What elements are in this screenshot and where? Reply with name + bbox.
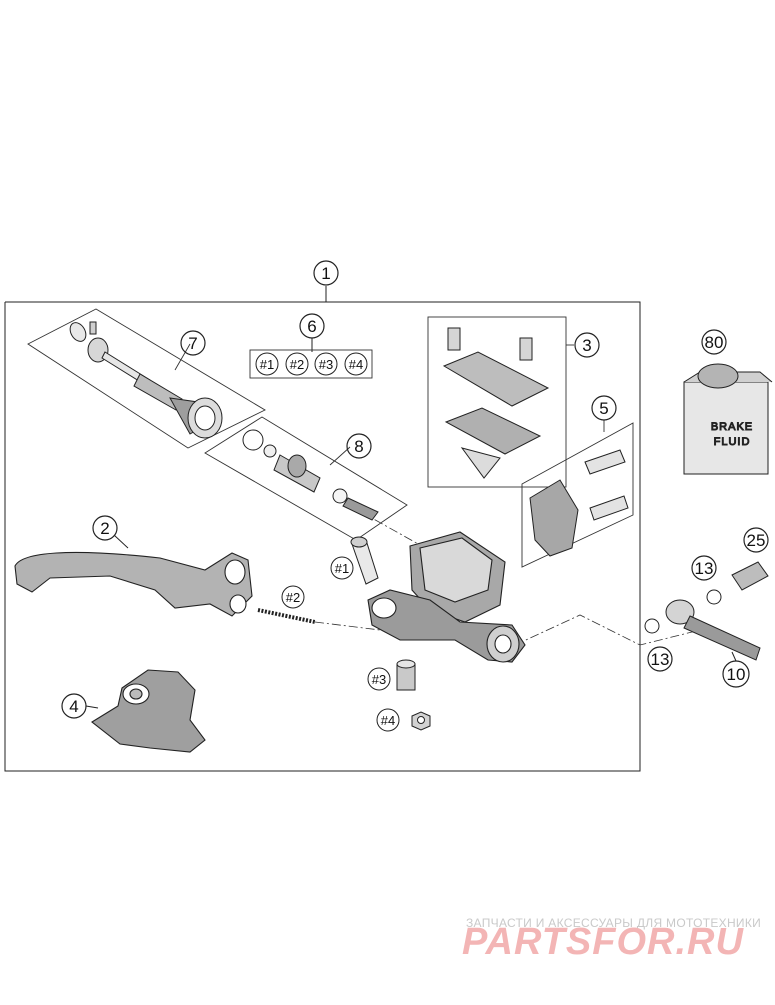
brake-fluid-can: BRAKE FLUID xyxy=(683,363,773,475)
kit-item-2: #2 xyxy=(285,352,309,376)
svg-text:#3: #3 xyxy=(319,357,333,372)
svg-text:13: 13 xyxy=(695,559,714,578)
watermark-tagline: ЗАПЧАСТИ И АКСЕССУАРЫ ДЛЯ МОТОТЕХНИКИ xyxy=(466,916,762,930)
callout-1: 1 xyxy=(313,260,339,286)
svg-text:4: 4 xyxy=(69,697,78,716)
callout-5: 5 xyxy=(591,395,617,421)
svg-text:#2: #2 xyxy=(286,590,300,605)
callout-4: 4 xyxy=(61,693,99,719)
watermark-logo: PARTSFOR.RU xyxy=(462,921,744,963)
svg-text:#2: #2 xyxy=(290,357,304,372)
kit-panel-7 xyxy=(27,308,266,449)
kit-6-group: #1 #2 #3 #4 xyxy=(249,338,373,379)
callout-8: 8 xyxy=(346,433,372,459)
kit-8-parts xyxy=(242,429,379,521)
assembly-frame xyxy=(4,286,641,772)
svg-text:2: 2 xyxy=(100,519,109,538)
pivot-nut xyxy=(411,711,431,731)
part-label-4: #4 xyxy=(376,708,400,732)
pivot-bolt xyxy=(350,536,379,585)
callout-7: 7 xyxy=(180,330,206,356)
kit-5-parts xyxy=(529,449,629,557)
svg-text:7: 7 xyxy=(188,334,197,353)
svg-text:25: 25 xyxy=(747,531,766,550)
callout-25: 25 xyxy=(743,527,769,553)
pivot-sleeve xyxy=(396,659,416,691)
brake-lever xyxy=(14,551,253,617)
svg-text:6: 6 xyxy=(307,317,316,336)
callout-13a: 13 xyxy=(691,555,717,581)
can-label-line1: BRAKE xyxy=(711,421,753,433)
svg-text:#1: #1 xyxy=(335,561,349,576)
lever-spring xyxy=(257,608,316,624)
part-label-3: #3 xyxy=(367,667,391,691)
master-cylinder-body xyxy=(367,531,526,663)
part-label-2: #2 xyxy=(281,585,305,609)
svg-text:#3: #3 xyxy=(372,672,386,687)
callout-3: 3 xyxy=(574,332,600,358)
kit-panel-5 xyxy=(521,420,634,568)
svg-text:10: 10 xyxy=(727,665,746,684)
assembly-guide-lines xyxy=(314,502,701,646)
svg-text:#4: #4 xyxy=(381,713,395,728)
svg-text:13: 13 xyxy=(651,650,670,669)
kit-7-parts xyxy=(69,321,223,439)
callout-10: 10 xyxy=(722,651,750,688)
svg-text:5: 5 xyxy=(599,399,608,418)
kit-panel-8 xyxy=(204,416,408,541)
svg-text:1: 1 xyxy=(321,264,330,283)
callout-2: 2 xyxy=(92,515,129,549)
kit-item-3: #3 xyxy=(314,352,338,376)
svg-text:3: 3 xyxy=(582,336,591,355)
callout-80: 80 xyxy=(701,329,727,355)
svg-text:#4: #4 xyxy=(349,357,363,372)
kit-item-1: #1 xyxy=(255,352,279,376)
svg-text:#1: #1 xyxy=(260,357,274,372)
callout-6: 6 xyxy=(299,313,325,339)
brake-hose-assembly xyxy=(644,561,769,661)
svg-text:80: 80 xyxy=(705,333,724,352)
kit-3-parts xyxy=(442,327,550,479)
svg-text:8: 8 xyxy=(354,437,363,456)
can-label-line2: FLUID xyxy=(714,436,751,448)
callout-13b: 13 xyxy=(647,646,673,672)
lever-cover xyxy=(91,669,206,753)
part-label-1: #1 xyxy=(330,556,354,580)
kit-item-4: #4 xyxy=(344,352,368,376)
kit-panel-3 xyxy=(427,316,574,488)
